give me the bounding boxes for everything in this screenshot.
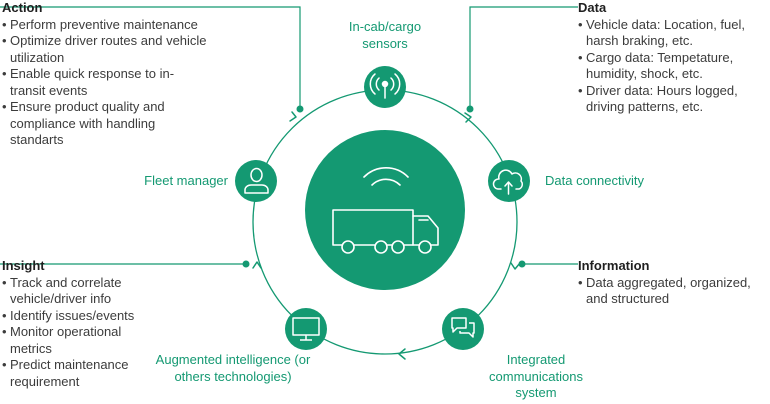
insight-panel: Insight Track and correlate vehicle/driv…: [2, 258, 162, 390]
insight-list: Track and correlate vehicle/driver info …: [2, 275, 162, 391]
information-heading: Information: [578, 258, 650, 273]
arrow-bottom: [398, 348, 406, 360]
connector-action: [0, 6, 301, 108]
list-item: Driver data: Hours logged, driving patte…: [578, 83, 768, 116]
list-item: Ensure product quality and compliance wi…: [2, 99, 207, 149]
data-panel: Data Vehicle data: Location, fuel, harsh…: [578, 0, 768, 116]
list-item: Track and correlate vehicle/driver info: [2, 275, 162, 308]
information-list: Data aggregated, organized, and structur…: [578, 275, 768, 308]
arrow-right: [510, 262, 521, 270]
data-heading: Data: [578, 0, 607, 15]
data-list: Vehicle data: Location, fuel, harsh brak…: [578, 17, 768, 116]
list-item: Data aggregated, organized, and structur…: [578, 275, 768, 308]
cycle-arrows: [252, 111, 521, 360]
antenna-icon: [364, 66, 406, 108]
connector-dots: [242, 105, 526, 268]
dot-data: [466, 105, 474, 113]
list-item: Cargo data: Tempetature, humidity, shock…: [578, 50, 768, 83]
arrow-top-left: [289, 111, 297, 122]
dot-action: [296, 105, 304, 113]
list-item: Predict maintenance requirement: [2, 357, 162, 390]
cloud-upload-icon: [488, 160, 530, 202]
connectivity-label: Data connectivity: [545, 173, 644, 188]
person-icon: [235, 160, 277, 202]
dot-insight: [242, 260, 250, 268]
sensors-label: In-cab/cargo sensors: [348, 19, 422, 51]
arrow-left: [252, 261, 262, 269]
intelligence-label: Augmented intelligence (or others techno…: [155, 352, 311, 384]
list-item: Perform preventive maintenance: [2, 17, 207, 34]
list-item: Monitor operational metrics: [2, 324, 162, 357]
insight-heading: Insight: [2, 258, 45, 273]
list-item: Enable quick response to in-transit even…: [2, 66, 207, 99]
arrow-top-right: [464, 112, 472, 123]
action-panel: Action Perform preventive maintenance Op…: [2, 0, 207, 149]
monitor-icon: [285, 308, 327, 350]
list-item: Vehicle data: Location, fuel, harsh brak…: [578, 17, 768, 50]
dot-information: [518, 260, 526, 268]
information-panel: Information Data aggregated, organized, …: [578, 258, 768, 308]
action-heading: Action: [2, 0, 43, 15]
fleet-label: Fleet manager: [144, 173, 228, 188]
list-item: Identify issues/events: [2, 308, 162, 325]
communications-label: Integrated communications system: [489, 352, 583, 400]
list-item: Optimize driver routes and vehicle utili…: [2, 33, 207, 66]
connector-data: [469, 6, 578, 108]
action-list: Perform preventive maintenance Optimize …: [2, 17, 207, 149]
chat-bubbles-icon: [442, 308, 484, 350]
connected-truck-icon: [305, 130, 465, 290]
connectors: [0, 6, 578, 265]
